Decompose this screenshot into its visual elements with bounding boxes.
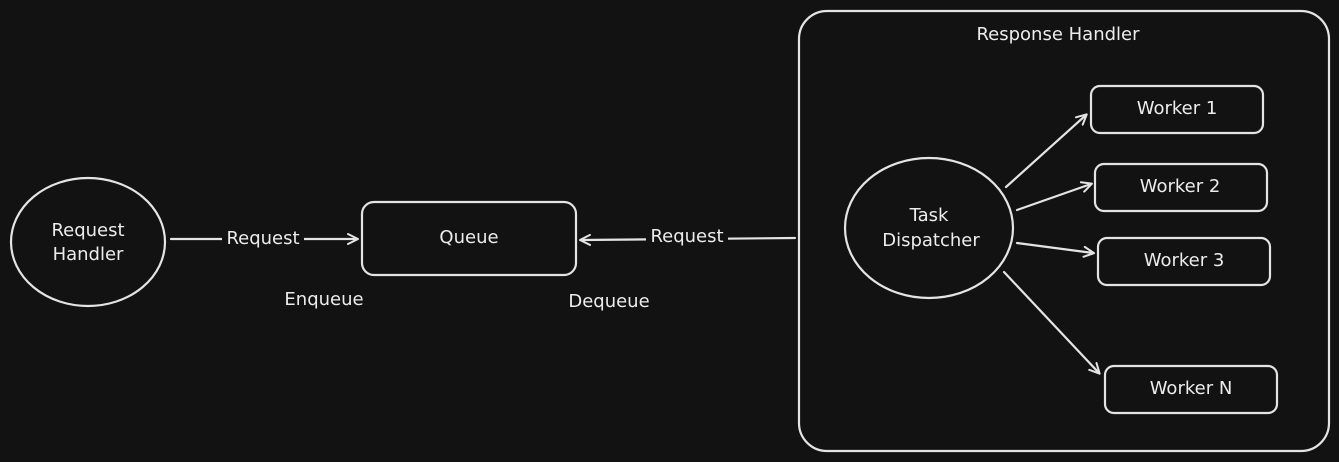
worker-2-label: Worker 2 (1140, 176, 1221, 197)
response-handler-title: Response Handler (976, 24, 1140, 45)
arrow-dispatcher-worker-n (1002, 270, 1101, 375)
edge-request-out: Request (579, 224, 797, 250)
request-handler-label-line2: Handler (53, 244, 124, 265)
edge-request-in-label: Request (226, 228, 299, 249)
task-dispatcher-label-line2: Dispatcher (882, 230, 980, 251)
worker-1-node: Worker 1 (1089, 84, 1265, 135)
arrow-dispatcher-worker-2 (1015, 181, 1093, 212)
worker-n-label: Worker N (1150, 378, 1233, 399)
enqueue-annotation: Enqueue (284, 289, 363, 310)
arrow-dispatcher-worker-1 (1004, 113, 1088, 189)
worker-n-node: Worker N (1103, 364, 1279, 415)
edge-request-in: Request (169, 226, 359, 252)
worker-3-node: Worker 3 (1096, 236, 1272, 287)
request-handler-label-line1: Request (51, 220, 124, 241)
task-dispatcher-label-line1: Task (909, 205, 949, 226)
edge-request-out-label: Request (650, 226, 723, 247)
request-handler-node: Request Handler (9, 176, 167, 308)
arrow-dispatcher-worker-3 (1015, 241, 1095, 258)
dequeue-annotation: Dequeue (568, 291, 649, 312)
worker-1-label: Worker 1 (1137, 98, 1218, 119)
worker-2-node: Worker 2 (1093, 162, 1269, 213)
worker-3-label: Worker 3 (1144, 250, 1225, 271)
queue-label: Queue (439, 227, 498, 248)
queue-node: Queue (360, 200, 578, 277)
task-dispatcher-node: Task Dispatcher (843, 156, 1015, 300)
